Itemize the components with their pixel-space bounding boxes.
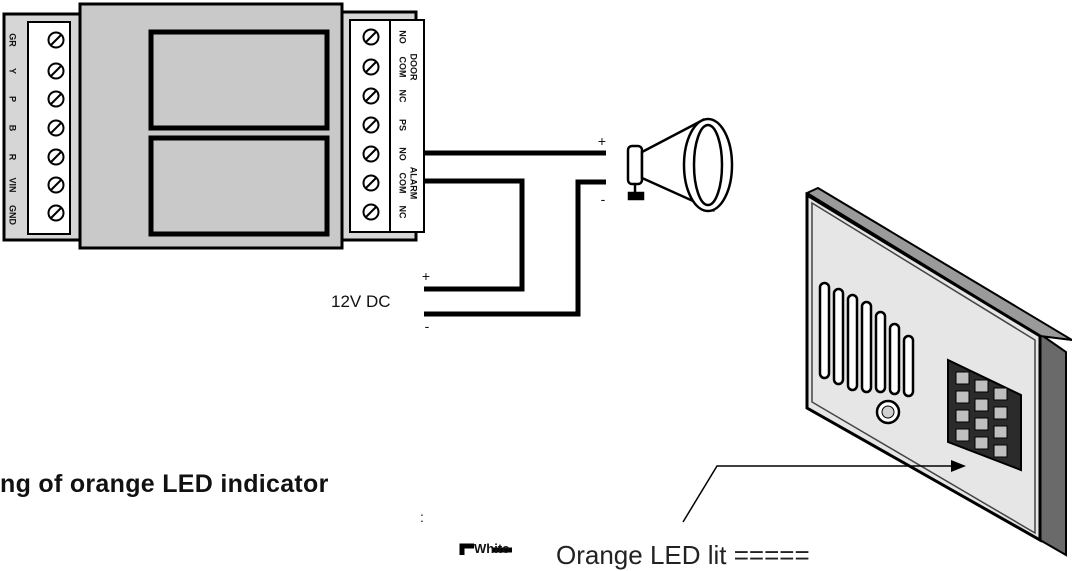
terminal-label-vin: VIN [8,177,18,192]
terminal-label-com-door: COM [398,57,408,78]
call-button-icon [875,399,901,425]
relay-top [148,29,330,131]
wiring-diagram: GR Y P B R VIN GND NO COM DOOR NC PS NO … [2,2,1072,557]
led-description: Orange LED lit ===== [556,540,810,570]
right-screw-terminals [362,28,380,221]
screw-icon [362,174,380,192]
relay-bottom [148,135,330,237]
door-station-panel [804,186,1072,557]
screw-icon [362,145,380,163]
screw-icon [362,87,380,105]
wires [424,150,606,317]
screw-icon [47,31,65,49]
screw-icon [362,116,380,134]
screw-icon [47,90,65,108]
supply-label: 12V DC [331,292,391,311]
terminal-label-door: DOOR [409,54,419,82]
led-pointer-line [682,465,951,523]
screw-icon [47,176,65,194]
left-screw-terminals [47,31,65,222]
terminal-label-r: R [8,154,18,161]
siren-plus-mark: + [598,133,606,149]
terminal-label-gr: GR [8,33,18,47]
terminal-label-nc-door: NC [398,90,408,103]
terminal-label-alarm: ALARM [409,167,419,200]
dot-mark: : [420,509,424,525]
terminal-label-no-door: NO [398,30,408,44]
siren-icon [626,117,734,213]
white-wire-bracket [459,543,512,555]
terminal-label-gnd: GND [8,205,18,226]
speaker-grille [818,281,915,398]
section-heading: ng of orange LED indicator [0,470,329,498]
terminal-label-ps: PS [398,119,408,131]
terminal-label-com-alarm: COM [398,173,408,194]
terminal-label-nc-alarm: NC [398,206,408,219]
screw-icon [362,203,380,221]
arrow-head-icon [951,460,966,472]
terminal-label-no-alarm: NO [398,147,408,161]
screw-icon [47,148,65,166]
screw-icon [47,119,65,137]
left-terminal-labels: GR Y P B R VIN GND [8,33,18,225]
terminal-label-p: P [8,96,18,102]
supply-minus-mark: - [425,318,430,334]
screw-icon [47,204,65,222]
screw-icon [362,28,380,46]
terminal-label-y: Y [8,68,18,74]
screw-icon [47,62,65,80]
supply-plus-mark: + [422,268,430,284]
screw-icon [362,58,380,76]
relay-board [2,2,425,250]
terminal-label-b: B [8,125,18,132]
right-terminal-labels: NO COM DOOR NC PS NO COM ALARM NC [398,30,419,219]
white-wire-label: White [474,541,509,556]
keypad [947,358,1022,472]
siren-minus-mark: - [601,191,606,207]
